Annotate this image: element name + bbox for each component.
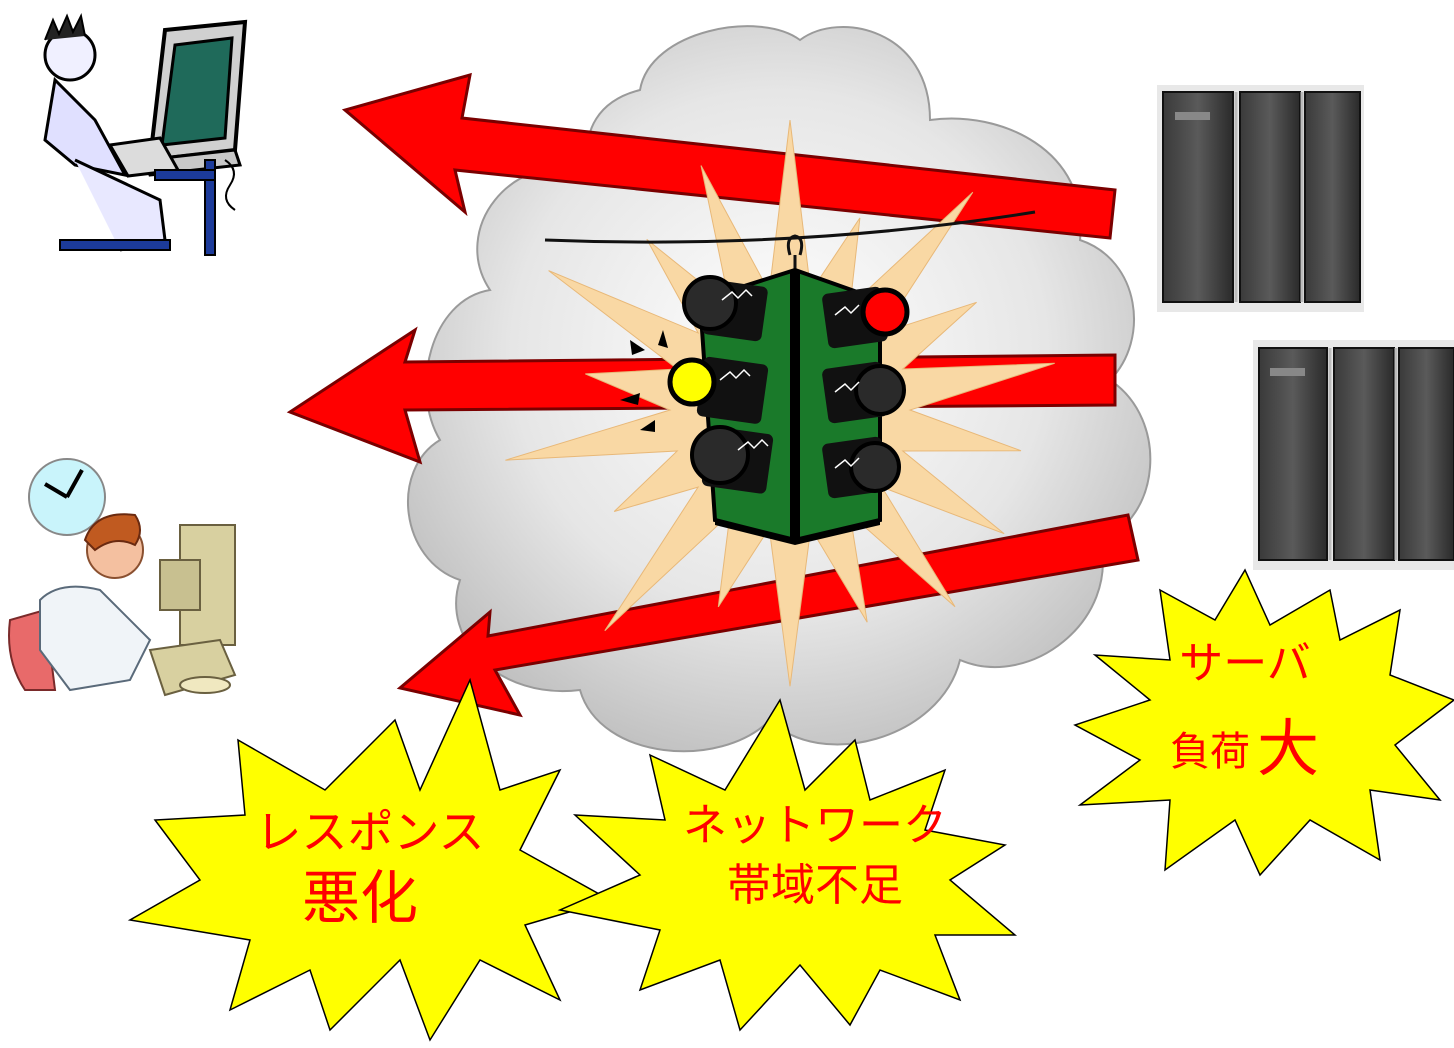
server-rack-icon bbox=[1157, 85, 1364, 312]
server-label-line2b: 大 bbox=[1257, 712, 1319, 785]
response-label-line2: 悪化 bbox=[302, 864, 418, 932]
waiting-user-clock-icon bbox=[8, 458, 237, 697]
burst-network: ネットワーク 帯域不足 bbox=[557, 698, 1018, 1032]
network-label-line1: ネットワーク bbox=[683, 800, 947, 851]
server-label-line2a: 負荷 bbox=[1170, 729, 1250, 775]
red-lamp bbox=[860, 287, 910, 337]
burst-server: サーバ 負荷 大 bbox=[1073, 568, 1454, 877]
arrow-top bbox=[341, 72, 1117, 240]
user-at-computer-icon bbox=[43, 12, 248, 256]
traffic-light-icon bbox=[544, 210, 1036, 545]
burst-response: レスポンス 悪化 bbox=[127, 677, 612, 1042]
server-rack-icon-2 bbox=[1253, 340, 1454, 570]
server-label-line1: サーバ bbox=[1179, 638, 1311, 689]
network-label-line2: 帯域不足 bbox=[727, 860, 903, 911]
right-lamps bbox=[822, 286, 910, 499]
response-label-line1: レスポンス bbox=[255, 805, 484, 859]
yellow-lamp bbox=[667, 357, 717, 407]
